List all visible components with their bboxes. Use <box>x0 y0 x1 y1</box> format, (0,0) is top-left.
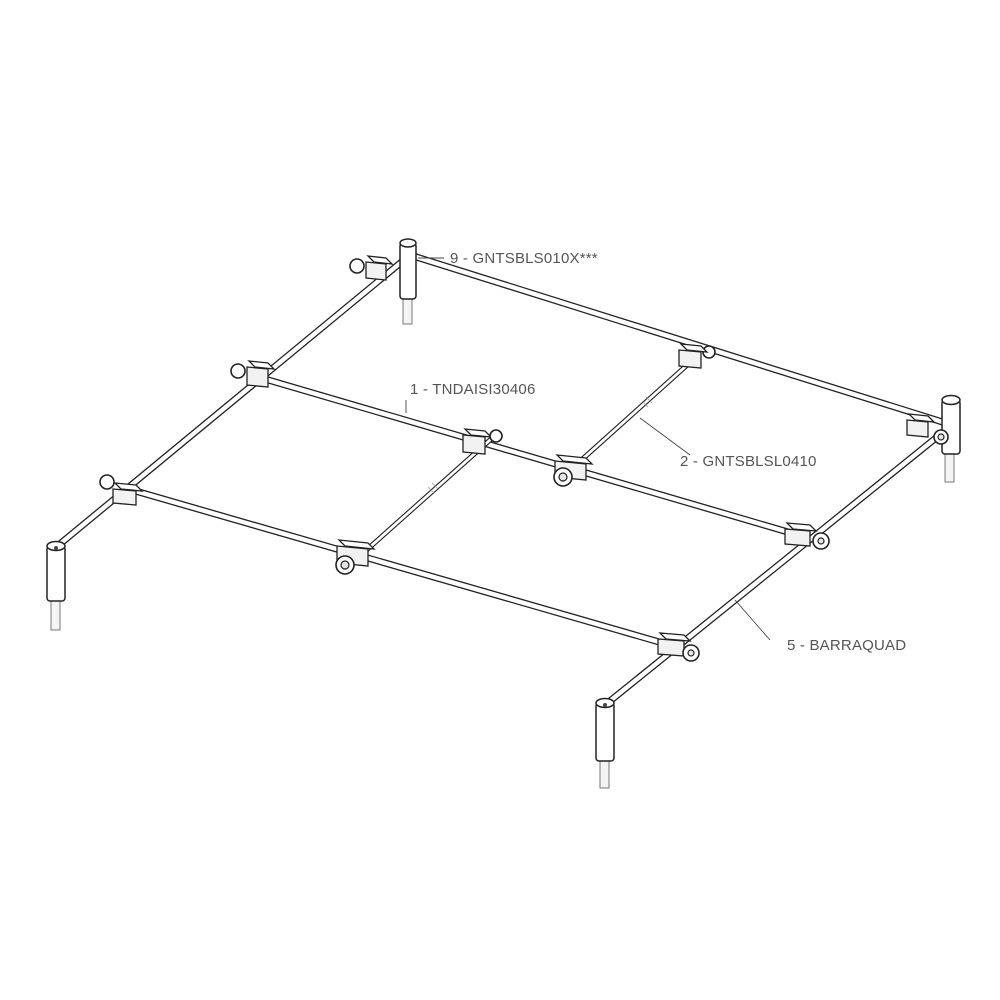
clamp-back-left <box>349 255 394 281</box>
post-front-left <box>46 540 66 631</box>
post-back-left <box>399 238 417 325</box>
callout-9-label: 9 - GNTSBLS010X*** <box>450 250 598 267</box>
leader-lines <box>405 257 771 641</box>
clamp-back-right <box>906 413 949 445</box>
callout-5-label: 5 - BARRAQUAD <box>787 637 906 654</box>
clamp-mid-center <box>462 428 503 455</box>
tie-rods <box>349 355 698 566</box>
frame-rods <box>51 251 956 709</box>
clamp-mid-left <box>230 360 276 388</box>
clamp-front-center <box>335 539 376 575</box>
callout-2-label: 2 - GNTSBLSL0410 <box>680 453 817 470</box>
clamp-front-left <box>99 474 144 506</box>
clamp-back-middle <box>678 343 716 369</box>
clamp-right-middle <box>784 522 830 550</box>
callout-labels: 9 - GNTSBLS010X*** 1 - TNDAISI30406 2 - … <box>410 250 906 654</box>
clamp-front-right <box>657 632 700 662</box>
clamp-mid-right <box>553 454 594 487</box>
callout-1-label: 1 - TNDAISI30406 <box>410 381 536 398</box>
post-front-right <box>595 697 615 789</box>
